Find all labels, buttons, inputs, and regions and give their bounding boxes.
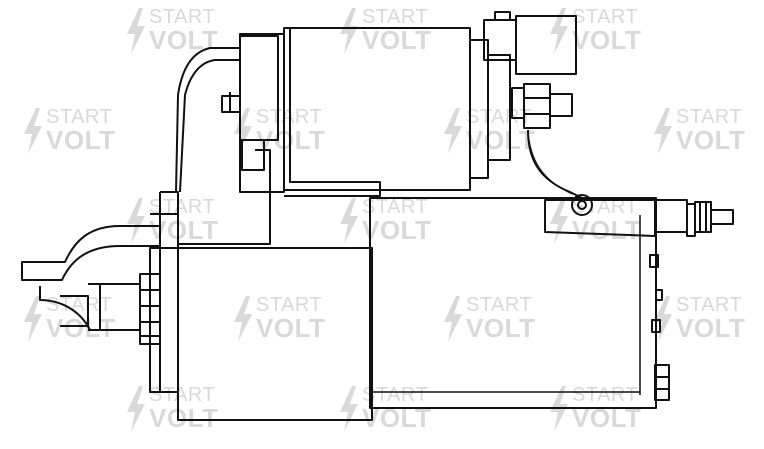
watermark-line2: VOLT: [46, 125, 116, 155]
lightning-bolt-icon: [127, 386, 145, 432]
lightning-bolt-icon: [234, 108, 252, 154]
watermark-line2: VOLT: [362, 25, 432, 55]
watermark-line1: START: [572, 6, 639, 28]
wire-terminal-eye: [571, 194, 593, 216]
terminal-bracket: [544, 199, 734, 237]
watermark-line2: VOLT: [572, 215, 642, 245]
lightning-bolt-icon: [340, 8, 358, 54]
watermark-line1: START: [46, 294, 113, 316]
lightning-bolt-icon: [24, 108, 42, 154]
watermark-line1: START: [149, 196, 216, 218]
mounting-flange: [175, 47, 271, 245]
lightning-bolt-icon: [654, 296, 672, 342]
watermark-line2: VOLT: [362, 215, 432, 245]
watermark-line2: VOLT: [466, 313, 536, 343]
motor-housing: [369, 197, 657, 409]
watermark-line1: START: [46, 106, 113, 128]
watermark-line2: VOLT: [676, 313, 746, 343]
watermark-line1: START: [256, 106, 323, 128]
lightning-bolt-icon: [444, 296, 462, 342]
lightning-bolt-icon: [340, 198, 358, 244]
lightning-bolt-icon: [550, 8, 568, 54]
lightning-bolt-icon: [340, 386, 358, 432]
lightning-bolt-icon: [654, 108, 672, 154]
watermark-line2: VOLT: [466, 125, 536, 155]
connector-wire: [527, 129, 583, 199]
watermark-line1: START: [362, 6, 429, 28]
mounting-ear: [21, 225, 160, 331]
watermark-line2: VOLT: [256, 313, 326, 343]
pinion-gear: [60, 273, 161, 345]
drive-housing: [177, 247, 373, 421]
lightning-bolt-icon: [550, 198, 568, 244]
watermark-line1: START: [676, 294, 743, 316]
lightning-bolt-icon: [234, 296, 252, 342]
watermark-line1: START: [362, 384, 429, 406]
lightning-bolt-icon: [24, 296, 42, 342]
watermark-line1: START: [466, 294, 533, 316]
watermark-line1: START: [149, 384, 216, 406]
watermark-line1: START: [362, 196, 429, 218]
watermark-line1: START: [256, 294, 323, 316]
lightning-bolt-icon: [127, 198, 145, 244]
solenoid: [239, 27, 511, 197]
end-cap-bolts: [649, 254, 670, 401]
lightning-bolt-icon: [127, 8, 145, 54]
solenoid-connector: [483, 11, 577, 75]
watermark-line1: START: [572, 384, 639, 406]
watermark-line1: START: [466, 106, 533, 128]
watermark-line1: START: [676, 106, 743, 128]
lightning-bolt-icon: [444, 108, 462, 154]
watermark-line2: VOLT: [676, 125, 746, 155]
watermark-line2: VOLT: [46, 313, 116, 343]
watermark-line1: START: [149, 6, 216, 28]
watermark-line2: VOLT: [572, 25, 642, 55]
solenoid-terminal-stud: [511, 83, 573, 129]
watermark-line2: VOLT: [149, 403, 219, 433]
